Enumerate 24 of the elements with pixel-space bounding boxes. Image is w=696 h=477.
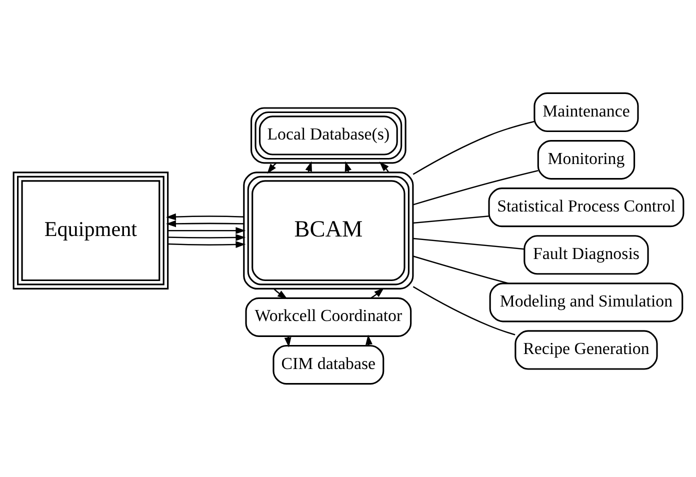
node-box: Local Database(s) (250, 107, 406, 164)
node-box: Monitoring (536, 140, 635, 180)
arrow (344, 161, 352, 172)
node-box: Recipe Generation (514, 330, 658, 370)
node-box: BCAM (242, 172, 414, 290)
arrow (167, 227, 246, 234)
node-box: Fault Diagnosis (523, 235, 648, 275)
connector (412, 238, 524, 250)
arrow (273, 288, 287, 300)
connector (412, 215, 488, 224)
connector (412, 256, 508, 284)
arrow (167, 241, 246, 248)
arrow (370, 288, 384, 299)
arrow (166, 213, 244, 220)
arrow (266, 162, 276, 174)
node-box: Statistical Process Control (488, 188, 684, 228)
connector (412, 170, 538, 206)
node-box: Equipment (12, 172, 168, 290)
connector (412, 120, 534, 175)
node-box: Modeling and Simulation (488, 282, 683, 322)
arrow (166, 220, 244, 228)
node-box: Maintenance (533, 92, 638, 132)
connector (412, 286, 515, 336)
arrow (167, 234, 246, 242)
